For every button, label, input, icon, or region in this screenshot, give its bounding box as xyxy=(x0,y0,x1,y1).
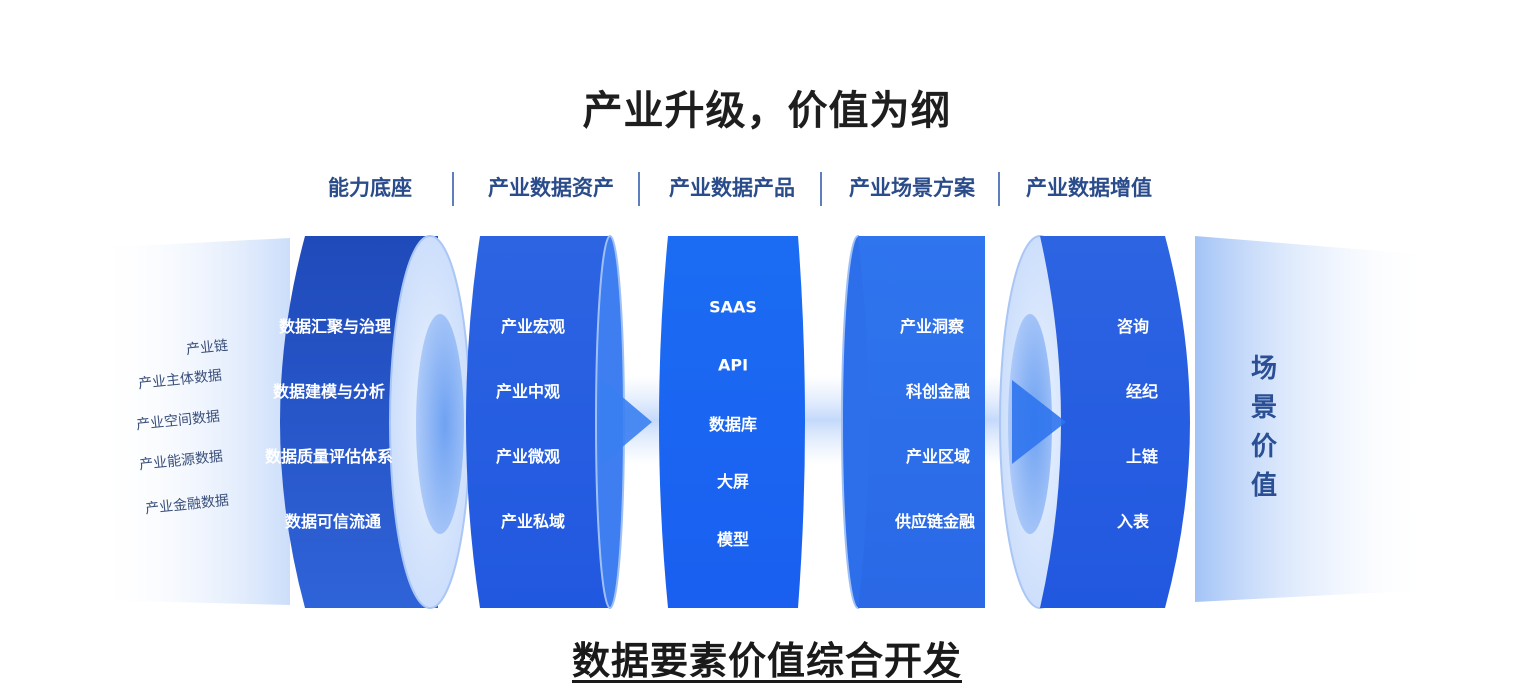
stage-label-value-added: 产业数据增值 xyxy=(1026,176,1152,200)
stage-separator xyxy=(452,172,454,206)
footer-title: 数据要素价值综合开发 xyxy=(571,639,962,683)
stage-separator xyxy=(638,172,640,206)
scene-solution-item: 供应链金融 xyxy=(894,512,976,531)
data-asset-item: 产业私域 xyxy=(500,512,566,531)
data-product-item: 大屏 xyxy=(716,472,750,491)
cylinder-scene-body xyxy=(858,236,985,608)
stage-separator xyxy=(820,172,822,206)
data-asset-item: 产业微观 xyxy=(495,447,561,466)
data-product-item: SAAS xyxy=(709,297,757,317)
flow-arrow-icon xyxy=(1012,380,1066,464)
cylinder-data-assets-body xyxy=(466,236,610,608)
data-product-item: 数据库 xyxy=(708,415,758,434)
value-added-item: 上链 xyxy=(1125,447,1159,466)
data-asset-item: 产业宏观 xyxy=(500,317,566,336)
value-added-item: 咨询 xyxy=(1116,317,1150,336)
scene-solution-item: 产业区域 xyxy=(905,447,971,466)
stage-label-scene-solutions: 产业场景方案 xyxy=(849,176,975,200)
scene-solution-item: 科创金融 xyxy=(905,382,971,401)
flow-arrow-icon xyxy=(600,378,652,466)
foundation-item: 数据质量评估体系 xyxy=(264,447,394,466)
page-title: 产业升级，价值为纲 xyxy=(582,88,952,134)
scene-solution-item: 产业洞察 xyxy=(899,317,965,336)
foundation-item: 数据建模与分析 xyxy=(272,382,386,401)
stage-label-foundation: 能力底座 xyxy=(328,176,412,200)
output-fan xyxy=(1195,236,1430,602)
data-product-item: API xyxy=(717,355,749,375)
cylinder-foundation-hole xyxy=(416,314,464,534)
input-fan xyxy=(95,238,290,605)
stage-label-data-assets: 产业数据资产 xyxy=(488,176,614,200)
foundation-item: 数据汇聚与治理 xyxy=(278,317,392,336)
value-added-item: 入表 xyxy=(1116,512,1150,531)
cylinder-value-body xyxy=(1040,236,1190,608)
scene-value-label: 场景价值 xyxy=(1250,354,1277,501)
stage-label-data-products: 产业数据产品 xyxy=(669,176,795,200)
stage-separator xyxy=(998,172,1000,206)
data-product-item: 模型 xyxy=(716,530,750,549)
panel-data-products xyxy=(659,236,805,608)
data-asset-item: 产业中观 xyxy=(495,382,561,401)
value-added-item: 经纪 xyxy=(1125,382,1159,401)
foundation-item: 数据可信流通 xyxy=(284,512,382,531)
